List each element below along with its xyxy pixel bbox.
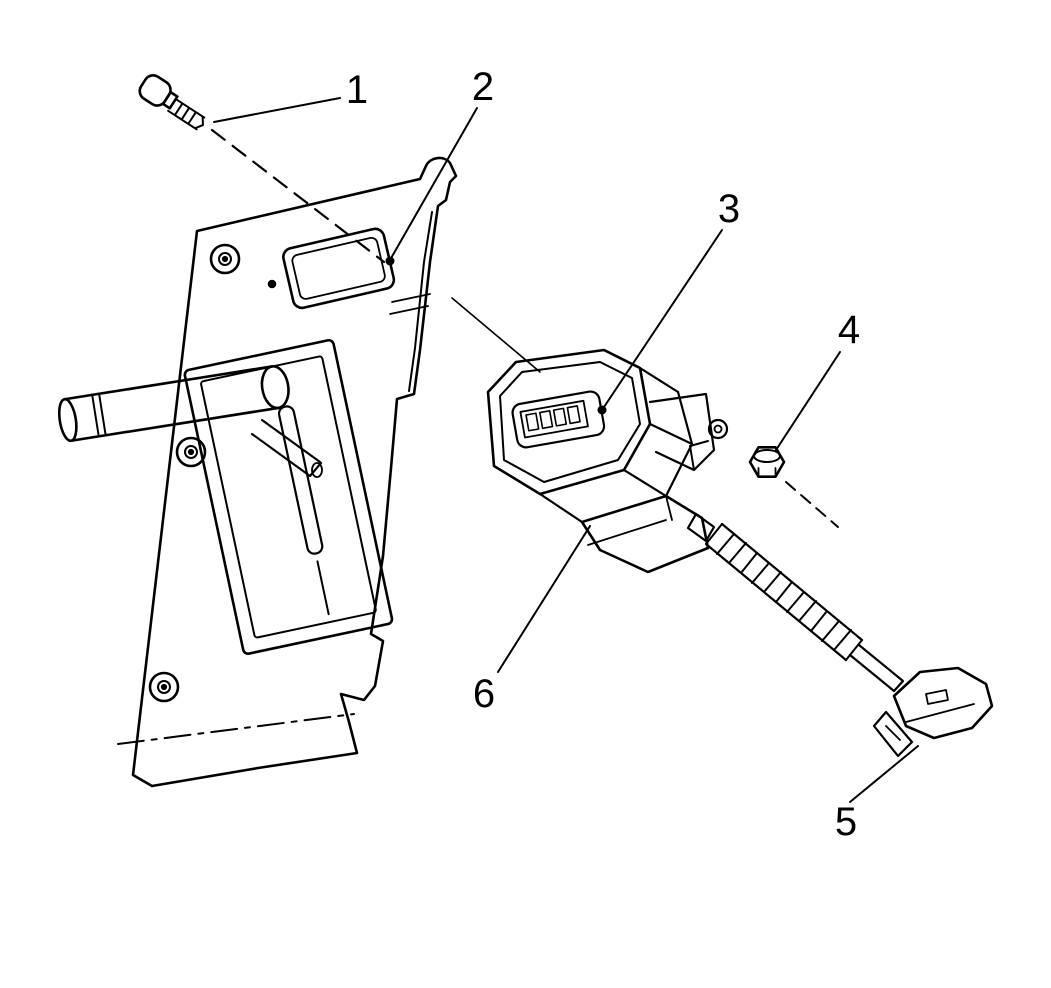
- connector-pins: [511, 390, 606, 449]
- bolt-hole-bottom: [148, 671, 180, 703]
- callout-4: 4: [837, 308, 861, 352]
- shift-lever: [57, 365, 290, 443]
- leader-dot-3: [597, 405, 607, 415]
- washer: [707, 418, 729, 440]
- switch-connector-face: [486, 348, 652, 496]
- shifter-slot: [277, 405, 324, 555]
- threaded-cable: [704, 522, 864, 662]
- callout-3: 3: [717, 187, 741, 231]
- shifter-plate: [117, 156, 541, 788]
- leader-line-1: [213, 97, 341, 123]
- leader-lines: [213, 97, 919, 803]
- screw-axis-dashed-line: [210, 128, 386, 264]
- leader-line-4: [775, 351, 841, 451]
- plate-centerline: [117, 713, 355, 745]
- callout-2: 2: [471, 65, 495, 109]
- shifter-slot-panel: [183, 338, 394, 655]
- leader-line-5: [849, 745, 919, 803]
- bolt-hole-middle: [175, 436, 207, 468]
- switch-body: [538, 366, 716, 574]
- nut-axis-dashed-line: [785, 481, 839, 528]
- cable-end: [872, 666, 994, 758]
- bolt-hole-top: [209, 243, 241, 275]
- callout-5: 5: [834, 800, 858, 844]
- nut: [748, 446, 786, 478]
- callout-6: 6: [472, 672, 496, 716]
- plate-window-opening: [282, 227, 396, 310]
- leader-dot-2: [385, 256, 395, 266]
- cable-end-clip: [872, 710, 914, 758]
- cable-rod: [848, 643, 905, 693]
- plate-small-hole: [267, 279, 277, 289]
- shift-lever-rod: [250, 418, 323, 478]
- leader-line-2: [389, 107, 478, 261]
- callout-1: 1: [345, 68, 369, 112]
- mounting-screw: [138, 74, 206, 131]
- leader-line-6: [497, 525, 591, 673]
- leader-line-3: [601, 229, 723, 411]
